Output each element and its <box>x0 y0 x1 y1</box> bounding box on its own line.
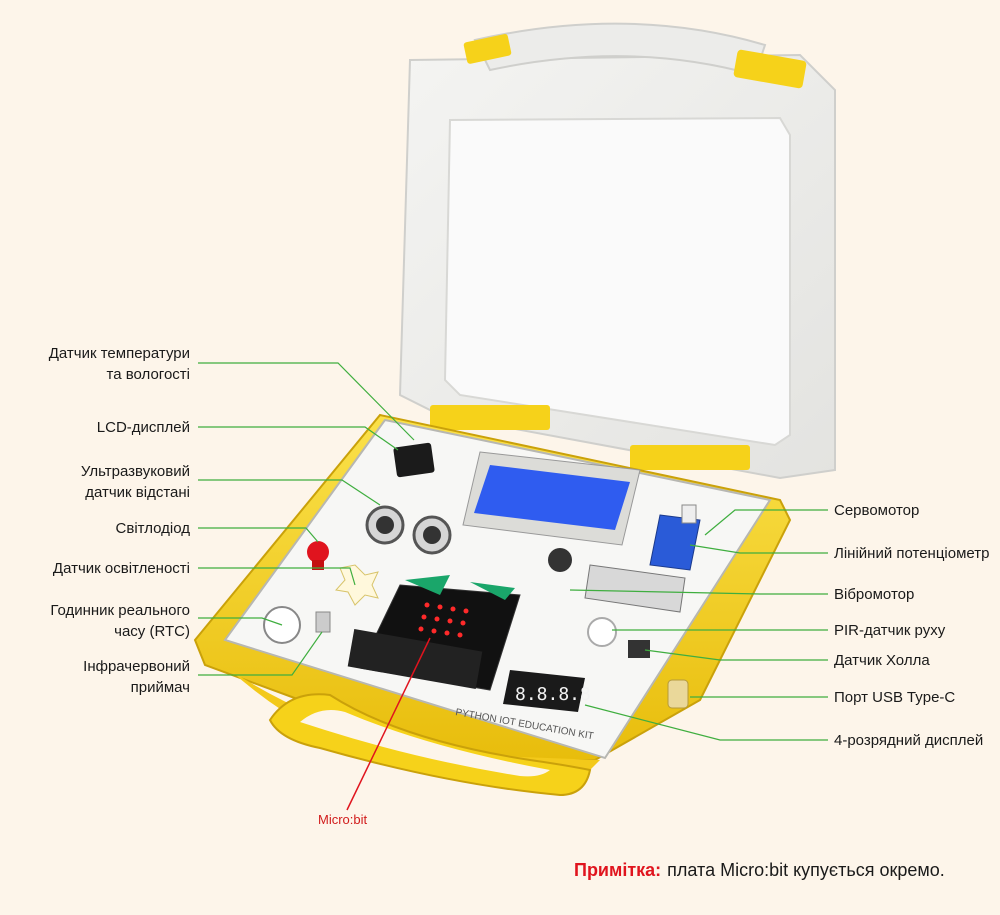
label-microbit: Micro:bit <box>318 812 368 827</box>
label-light-sensor: Датчик освітленості <box>52 560 190 577</box>
main-board: 8.8.8.8 PYTHON IOT EDUCATION KIT <box>223 418 772 760</box>
transparent-lid <box>398 22 836 480</box>
label-vibration-motor: Вібромотор <box>834 586 915 603</box>
servo-module <box>649 504 701 571</box>
label-pir-sensor: PIR-датчик руху <box>834 622 946 639</box>
four-digit-display: 8.8.8.8 <box>503 670 591 712</box>
seg-display-text: 8.8.8.8 <box>515 684 591 705</box>
label-servo: Сервомотор <box>834 502 920 519</box>
ultrasonic-module <box>365 505 452 555</box>
label-led: Світлодіод <box>115 520 190 537</box>
label-hall-sensor: Датчик Холла <box>834 652 930 669</box>
lcd-module <box>462 451 641 546</box>
footnote-key: Примітка: <box>574 860 662 880</box>
label-usb-port: Порт USB Type-C <box>834 689 956 706</box>
leader-lines-left <box>198 362 415 676</box>
microbit-leader-line <box>346 637 431 811</box>
microbit-board <box>347 575 521 691</box>
footnote-text: плата Micro:bit купується окремо. <box>667 860 945 880</box>
label-linear-potentiometer: Лінійний потенціометр <box>834 545 990 562</box>
label-lcd-display: LCD-дисплей <box>96 419 190 436</box>
footnote: Примітка:плата Micro:bit купується окрем… <box>574 860 945 881</box>
leader-lines-right <box>569 509 828 741</box>
label-4digit-display: 4-розрядний дисплей <box>834 732 984 749</box>
